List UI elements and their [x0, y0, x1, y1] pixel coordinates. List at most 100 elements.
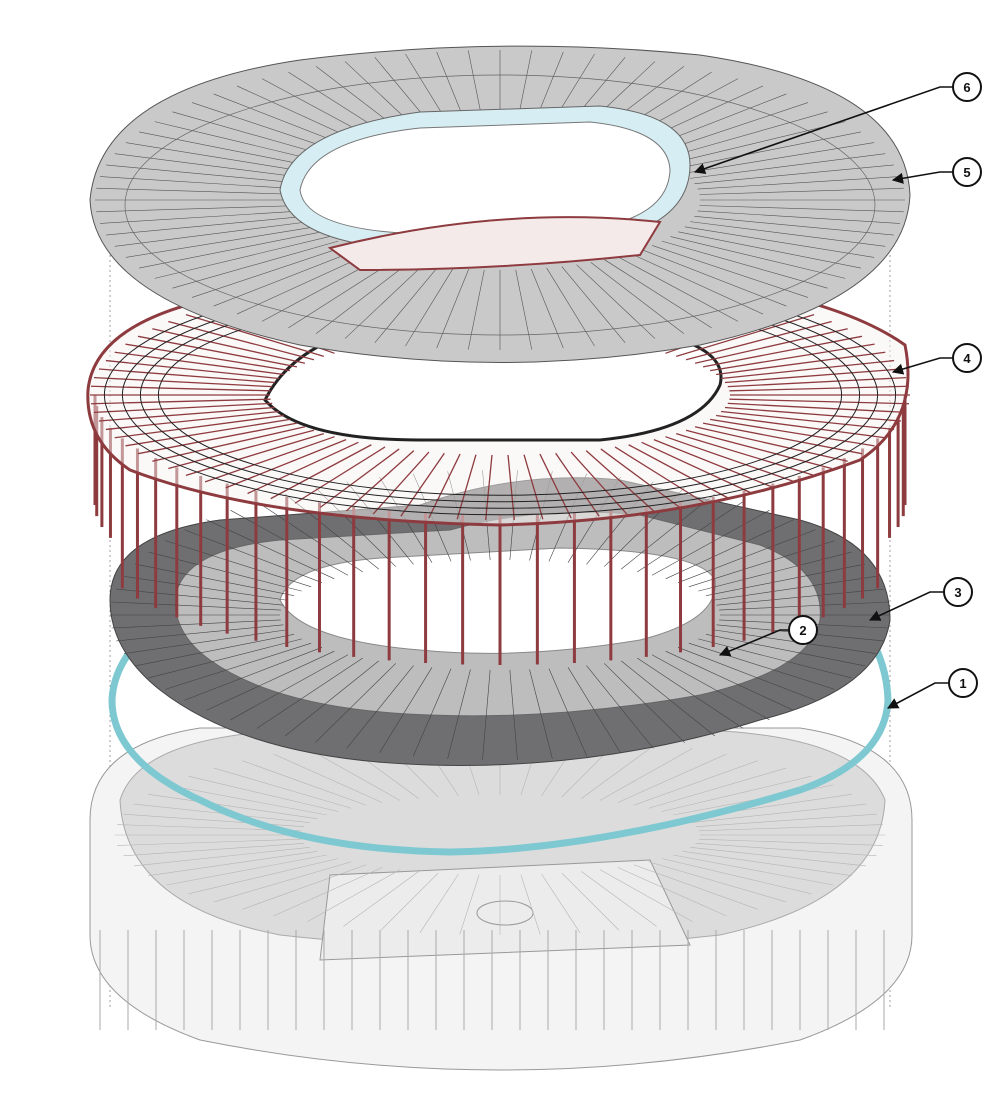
roof-panel-line [96, 187, 301, 195]
seating-line [698, 838, 883, 846]
roof-panel-line [690, 153, 886, 179]
ring-panel-line [165, 642, 312, 690]
steel-rafter [555, 452, 600, 517]
ring-panel-line [184, 647, 323, 701]
steel-rafter [653, 438, 775, 489]
steel-rafter [721, 359, 895, 380]
seating-line [648, 767, 787, 809]
roof-panel-line [684, 226, 875, 258]
seating-line [617, 867, 727, 917]
steel-rafter [428, 453, 461, 519]
ring-panel-line [148, 551, 302, 592]
roof-panel-line [154, 236, 330, 279]
callout-3: 3 [868, 577, 973, 621]
roof-panel-line [467, 269, 485, 350]
callout-6: 6 [693, 72, 982, 174]
steel-rafter [694, 426, 848, 462]
ring-panel-line [111, 619, 281, 629]
steel-rafter [185, 432, 324, 476]
steel-rafter [105, 359, 279, 380]
seating-line [148, 794, 318, 820]
roof-panel-line [344, 264, 424, 339]
ring-panel-line [665, 650, 794, 711]
seating-line [123, 813, 305, 827]
ring-panel-line [719, 601, 889, 611]
seating-line [166, 784, 327, 816]
callout-circle [952, 72, 982, 102]
steel-rafter [400, 452, 445, 517]
steel-rafter [90, 398, 271, 405]
ring-panel-line [124, 576, 288, 601]
callout-leader-line [693, 86, 953, 174]
seating-line [148, 850, 318, 876]
steel-rafter [721, 410, 895, 431]
callout-circle [948, 668, 978, 698]
roof-panel-line [651, 245, 809, 298]
steel-rafter [125, 418, 290, 447]
seating-line [673, 854, 834, 886]
callout-circle [952, 157, 982, 187]
roof-panel-line [678, 131, 861, 169]
callout-number: 5 [963, 165, 970, 180]
steel-rafter [685, 320, 832, 361]
roof-panel-line [684, 142, 875, 174]
steel-rafter [539, 453, 572, 519]
callout-number: 1 [959, 676, 966, 691]
steel-rafter [600, 448, 681, 508]
ring-panel-line [688, 642, 835, 690]
roof-panel-line [641, 249, 787, 307]
seating-line [133, 847, 310, 867]
ring-panel-line [677, 647, 816, 701]
callout-circle [943, 577, 973, 607]
steel-rafter [710, 418, 875, 447]
roof-panel-line [236, 252, 371, 315]
steel-rafter [152, 328, 306, 364]
steel-rafter [152, 426, 306, 462]
steel-rafter [676, 432, 815, 476]
ring-panel-line [548, 668, 588, 757]
roof-panel-line [405, 267, 454, 347]
steel-rafter [570, 451, 628, 515]
ring-panel-line [698, 551, 852, 592]
roof-panel-line [699, 205, 904, 213]
steel-rafter [105, 410, 279, 431]
seating-line [166, 854, 327, 886]
roof-panel-line [436, 269, 469, 349]
steel-rafter [716, 414, 886, 439]
steel-rafter [319, 448, 400, 508]
seating-line [581, 743, 657, 799]
callout-5: 5 [891, 157, 982, 187]
roof-opening [299, 121, 671, 235]
seating-line [273, 753, 383, 803]
steel-rafter [485, 454, 493, 520]
roof-panel-line [99, 210, 303, 224]
steel-rafter [93, 402, 273, 414]
ring-panel-line [124, 629, 288, 654]
seating-line [459, 874, 480, 935]
callout-number: 2 [799, 623, 806, 638]
steel-rafter [702, 335, 863, 368]
seating-line [380, 872, 439, 931]
seating-line [541, 873, 581, 933]
steel-rafter [456, 454, 477, 520]
roof-panel-line [106, 216, 306, 236]
ring-panel-line [509, 669, 518, 760]
roof-panel-line [690, 221, 886, 247]
roof-panel-line [670, 121, 846, 164]
ring-panel-line [447, 669, 471, 759]
seating-line [661, 858, 812, 895]
stadium-bowl [89, 727, 913, 1071]
ring-panel-line [586, 665, 654, 749]
roof-panel-line [699, 187, 904, 195]
callout-leader-line [868, 591, 944, 621]
ring-panel-line [677, 529, 816, 583]
steel-rafter [125, 343, 290, 372]
roof-panel-line [125, 226, 316, 258]
roof-panel-line [576, 264, 656, 339]
ring-panel-line [712, 576, 876, 601]
steel-rafter [685, 429, 832, 470]
ring-panel-line [651, 509, 770, 576]
ring-panel-line [206, 650, 335, 711]
seating-line [273, 867, 383, 917]
